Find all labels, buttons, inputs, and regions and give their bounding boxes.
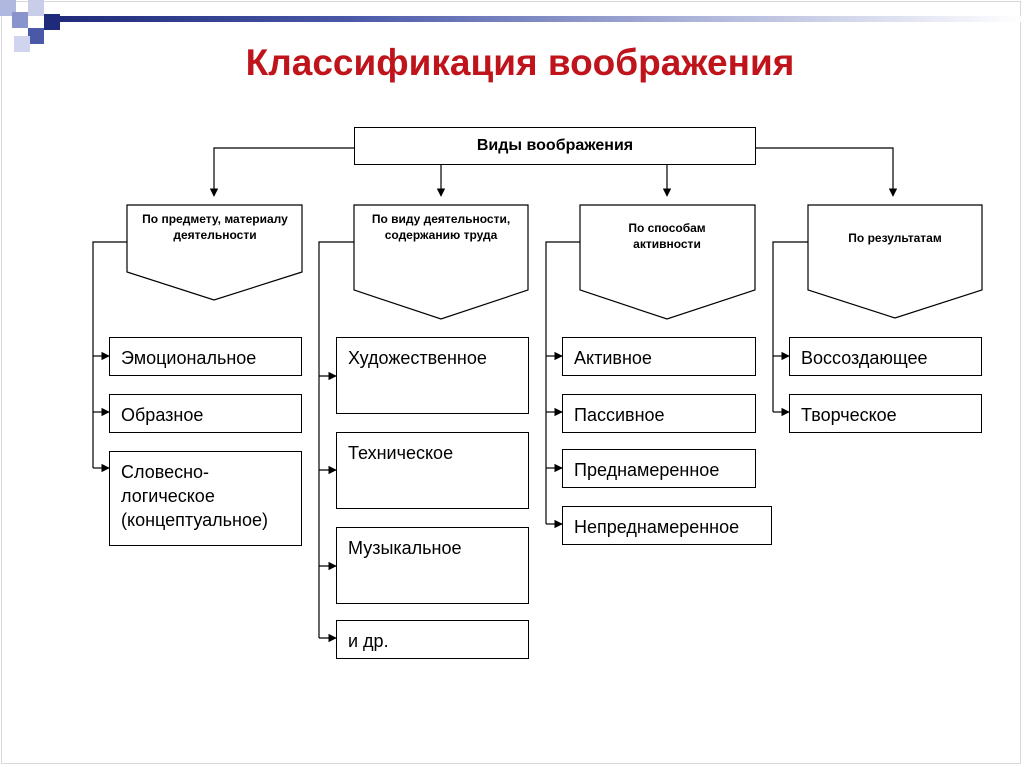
item-musical: Музыкальное (336, 527, 529, 604)
category-label-1: По предмету, материалу деятельности (142, 212, 288, 242)
item-creative: Творческое (789, 394, 982, 433)
category-label-2: По виду деятельности, содержанию труда (371, 212, 511, 242)
category-label-3: По способам активности (628, 221, 706, 251)
item-verbal-logical: Словесно-логическое (концептуальное) (109, 451, 302, 546)
item-passive: Пассивное (562, 394, 756, 433)
category-shape-2 (353, 204, 529, 320)
category-label-4: По результатам (848, 231, 942, 245)
category-shape-4 (807, 204, 983, 319)
item-reconstructive: Воссоздающее (789, 337, 982, 376)
item-active: Активное (562, 337, 756, 376)
title-accent-bar (60, 16, 1024, 22)
item-intentional: Преднамеренное (562, 449, 756, 488)
root-label: Виды воображения (476, 137, 634, 154)
item-etc: и др. (336, 620, 529, 659)
item-figurative: Образное (109, 394, 302, 433)
slide-title: Классификация воображения (245, 42, 795, 83)
item-technical: Техническое (336, 432, 529, 509)
category-shape-3 (579, 204, 756, 320)
root-box: Виды воображения (354, 127, 756, 165)
item-unintentional: Непреднамеренное (562, 506, 772, 545)
category-shape-1 (126, 204, 303, 301)
item-emotional: Эмоциональное (109, 337, 302, 376)
item-artistic: Художественное (336, 337, 529, 414)
